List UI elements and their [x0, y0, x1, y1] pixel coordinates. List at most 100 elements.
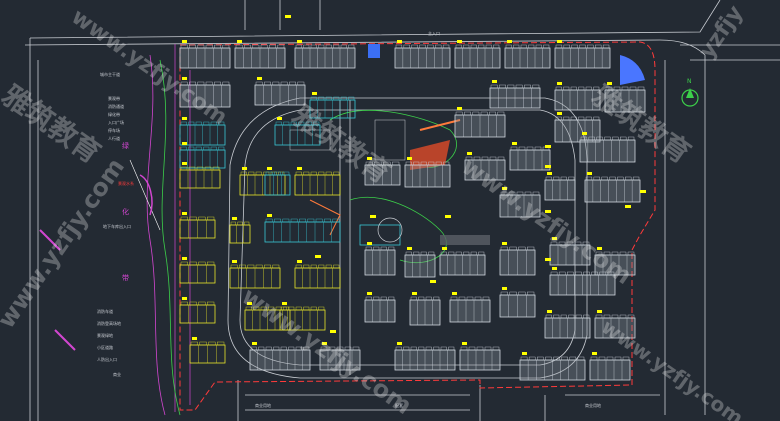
building-footprint: [364, 246, 396, 276]
buildings: [179, 44, 646, 381]
building-footprint: [509, 146, 551, 171]
building-footprint: [189, 341, 226, 364]
bottom-left-note: 景观绿地: [97, 332, 113, 338]
bottom-left-note: 人防出入口: [97, 356, 117, 362]
annotation-marker: [370, 215, 376, 218]
bottom-label: 配套: [395, 402, 403, 408]
bottom-left-note: 消防登高场地: [97, 320, 121, 326]
building-number-tag: [547, 310, 552, 313]
building-number-tag: [312, 92, 317, 95]
building-footprint: [579, 136, 636, 163]
left-mid-note: 地下车库出入口: [103, 223, 131, 229]
side-tag: 景观水系: [118, 180, 134, 186]
annotation-marker: [445, 215, 451, 218]
building-number-tag: [182, 212, 187, 215]
building-footprint: [489, 84, 541, 109]
building-number-tag: [412, 292, 417, 295]
annotation-marker: [430, 280, 436, 283]
building-number-tag: [182, 77, 187, 80]
building-number-tag: [582, 132, 587, 135]
annotation-marker: [545, 165, 551, 168]
building-number-tag: [492, 80, 497, 83]
building-footprint: [394, 346, 456, 371]
building-number-tag: [557, 40, 562, 43]
building-number-tag: [182, 297, 187, 300]
building-footprint: [364, 296, 396, 323]
building-footprint: [604, 86, 646, 113]
building-number-tag: [237, 40, 242, 43]
building-footprint: [179, 146, 226, 169]
building-number-tag: [557, 82, 562, 85]
left-note: 景观带: [108, 95, 120, 101]
building-footprint: [229, 264, 281, 289]
building-number-tag: [507, 40, 512, 43]
building-number-tag: [182, 142, 187, 145]
building-number-tag: [552, 267, 557, 270]
main-entrance-label: 主入口: [428, 30, 440, 36]
site-boundary: [179, 41, 656, 411]
corner-plaza: [620, 55, 645, 85]
annotation-marker: [330, 330, 336, 333]
building-footprint: [404, 161, 451, 188]
building-footprint: [279, 306, 326, 331]
building-footprint: [179, 261, 216, 284]
building-footprint: [254, 81, 306, 106]
building-footprint: [264, 218, 341, 243]
building-footprint: [499, 291, 536, 318]
building-footprint: [239, 171, 286, 196]
markers: [182, 15, 646, 355]
building-footprint: [584, 176, 641, 203]
building-footprint: [519, 356, 586, 381]
building-number-tag: [257, 77, 262, 80]
building-number-tag: [367, 157, 372, 160]
building-number-tag: [367, 292, 372, 295]
building-footprint: [179, 44, 231, 69]
annotation-marker: [285, 15, 291, 18]
building-footprint: [554, 44, 611, 69]
building-number-tag: [397, 40, 402, 43]
building-footprint: [404, 251, 436, 278]
building-number-tag: [607, 82, 612, 85]
building-footprint: [554, 116, 601, 143]
entrance-gate: [368, 44, 380, 58]
building-footprint: [179, 216, 216, 239]
building-number-tag: [457, 107, 462, 110]
bottom-left-corner: 商业: [113, 371, 121, 377]
building-number-tag: [297, 40, 302, 43]
building-number-tag: [592, 352, 597, 355]
building-footprint: [294, 44, 356, 69]
building-number-tag: [407, 247, 412, 250]
bottom-left-note: 小区道路: [97, 344, 113, 350]
building-footprint: [179, 166, 221, 189]
building-number-tag: [597, 310, 602, 313]
building-number-tag: [297, 167, 302, 170]
side-vertical: 绿: [122, 141, 129, 150]
building-footprint: [264, 171, 291, 196]
building-number-tag: [252, 342, 257, 345]
bottom-label: 商业用地: [255, 402, 271, 408]
building-number-tag: [512, 142, 517, 145]
building-number-tag: [547, 172, 552, 175]
building-number-tag: [242, 167, 247, 170]
building-number-tag: [322, 342, 327, 345]
building-footprint: [594, 251, 636, 276]
building-footprint: [439, 251, 486, 276]
building-footprint: [549, 241, 591, 266]
building-footprint: [454, 44, 501, 69]
building-footprint: [179, 121, 226, 146]
building-number-tag: [502, 187, 507, 190]
building-number-tag: [247, 302, 252, 305]
building-number-tag: [552, 237, 557, 240]
annotation-marker: [545, 210, 551, 213]
building-number-tag: [442, 247, 447, 250]
building-footprint: [179, 81, 231, 108]
landscape-corridor: [39, 54, 181, 416]
building-number-tag: [182, 40, 187, 43]
building-number-tag: [462, 342, 467, 345]
left-note: 消防通道: [108, 103, 124, 109]
building-number-tag: [467, 152, 472, 155]
outer-roads: [24, 0, 780, 421]
building-number-tag: [192, 337, 197, 340]
building-number-tag: [267, 167, 272, 170]
